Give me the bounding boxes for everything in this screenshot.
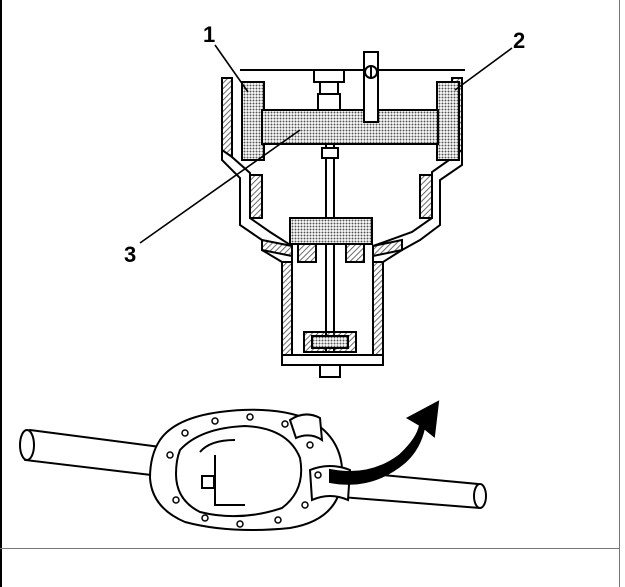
cover-bolt-holes [166, 413, 322, 528]
bottom-nut [303, 331, 357, 378]
right-border [619, 0, 620, 587]
top-bridge-bar [240, 69, 465, 111]
bracket-clamp [363, 51, 379, 123]
callout-leaders [139, 44, 513, 244]
installer-plate [261, 109, 439, 145]
axle-tube-left [19, 428, 170, 478]
bearing-cup-right [436, 81, 460, 161]
callout-2: 2 [513, 28, 525, 53]
forcing-screw [321, 144, 339, 352]
differential-carrier [148, 408, 352, 531]
callout-3: 3 [124, 242, 136, 267]
bottom-rule [0, 548, 620, 549]
bearing-cup-left [241, 81, 265, 161]
callout-1: 1 [203, 22, 215, 47]
direction-arrow [329, 400, 440, 485]
left-border [0, 0, 2, 587]
pinion-bearing-adapter [289, 217, 373, 263]
